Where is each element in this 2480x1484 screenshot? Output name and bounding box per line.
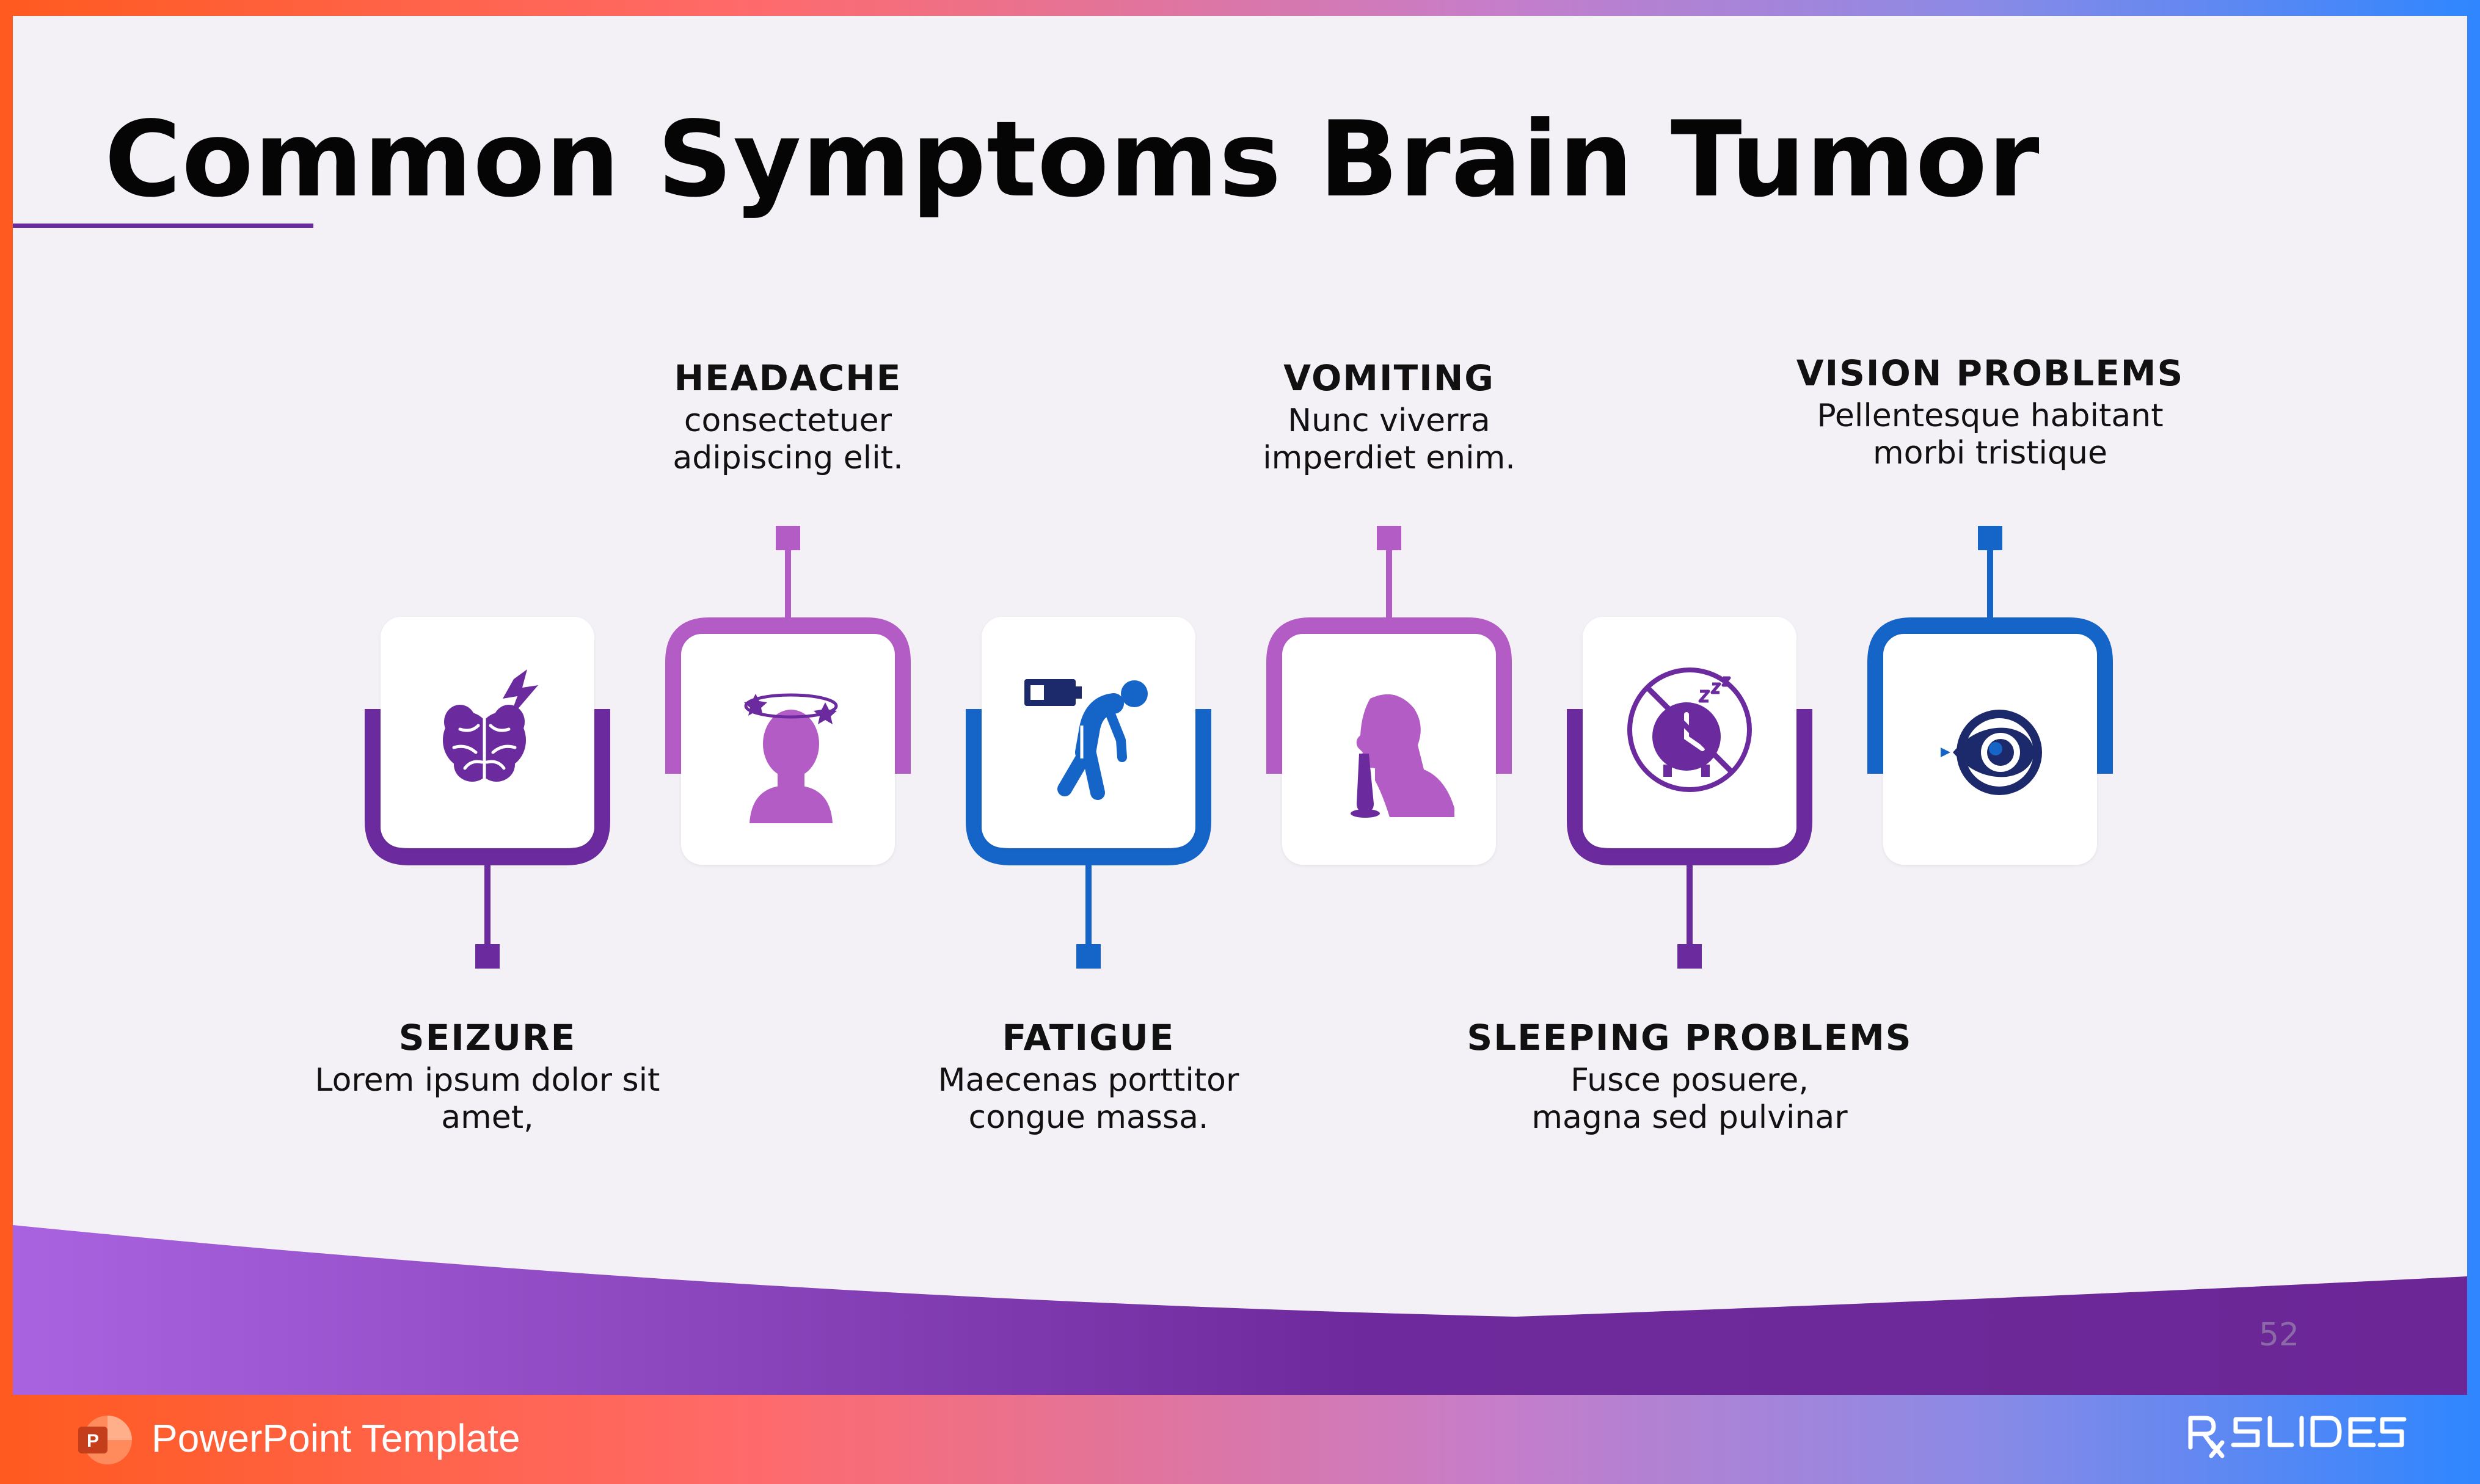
seizure-node <box>475 944 500 969</box>
fatigue-node <box>1076 944 1101 969</box>
fatigue-title: FATIGUE <box>1002 1017 1175 1058</box>
sleeping-problems-title: SLEEPING PROBLEMS <box>1467 1017 1913 1058</box>
sleeping-problems-node <box>1677 944 1702 969</box>
seizure-description: Lorem ipsum dolor sit amet, <box>315 1061 660 1137</box>
seizure-connector <box>484 856 491 950</box>
sleeping-problems-connector <box>1687 856 1693 950</box>
slide-title: Common Symptoms Brain Tumor <box>104 99 2040 220</box>
vomiting-person-icon <box>1351 694 1454 818</box>
seizure-title: SEIZURE <box>398 1017 577 1058</box>
vision-problems-connector <box>1987 538 1993 633</box>
svg-text:P: P <box>87 1431 99 1451</box>
seizure-label: SEIZURE Lorem ipsum dolor sit amet, <box>255 1017 720 1137</box>
vomiting-node <box>1377 526 1401 550</box>
vomiting-connector <box>1386 538 1392 633</box>
powerpoint-icon: P <box>78 1416 132 1464</box>
vision-problems-title: VISION PROBLEMS <box>1796 352 2184 394</box>
sleeping-problems-description: Fusce posuere, magna sed pulvinar <box>1531 1061 1848 1137</box>
vision-problems-description: Pellentesque habitant morbi tristique <box>1817 397 2164 472</box>
brain-lightning-icon <box>443 669 538 782</box>
tired-person-battery-icon <box>1024 679 1148 800</box>
headache-node <box>776 526 800 550</box>
headache-description: consectetuer adipiscing elit. <box>673 402 903 477</box>
footer-template-text: PowerPoint Template <box>151 1416 520 1460</box>
sleeping-problems-label: SLEEPING PROBLEMS Fusce posuere, magna s… <box>1457 1017 1922 1137</box>
vomiting-description: Nunc viverra imperdiet enim. <box>1263 402 1515 477</box>
headache-title: HEADACHE <box>674 357 902 399</box>
page-number: 52 <box>2258 1317 2300 1353</box>
vision-problems-node <box>1978 526 2002 550</box>
headache-connector <box>785 538 791 633</box>
fatigue-label: FATIGUE Maecenas porttitor congue massa. <box>856 1017 1321 1137</box>
dizzy-head-icon <box>744 693 838 823</box>
eye-icon <box>1941 710 2042 795</box>
no-sleep-clock-icon <box>1627 667 1752 792</box>
slide: Common Symptoms Brain Tumor SEIZURE Lore… <box>13 16 2467 1395</box>
headache-label: HEADACHE consectetuer adipiscing elit. <box>556 358 1020 477</box>
rx-slides-logo <box>2188 1416 2407 1458</box>
fatigue-description: Maecenas porttitor congue massa. <box>938 1061 1239 1137</box>
title-underline <box>13 224 313 228</box>
vomiting-title: VOMITING <box>1283 357 1495 399</box>
vomiting-label: VOMITING Nunc viverra imperdiet enim. <box>1157 358 1621 477</box>
vision-problems-label: VISION PROBLEMS Pellentesque habitant mo… <box>1758 353 2222 472</box>
bottom-wave <box>13 1225 2467 1395</box>
fatigue-connector <box>1085 856 1092 950</box>
